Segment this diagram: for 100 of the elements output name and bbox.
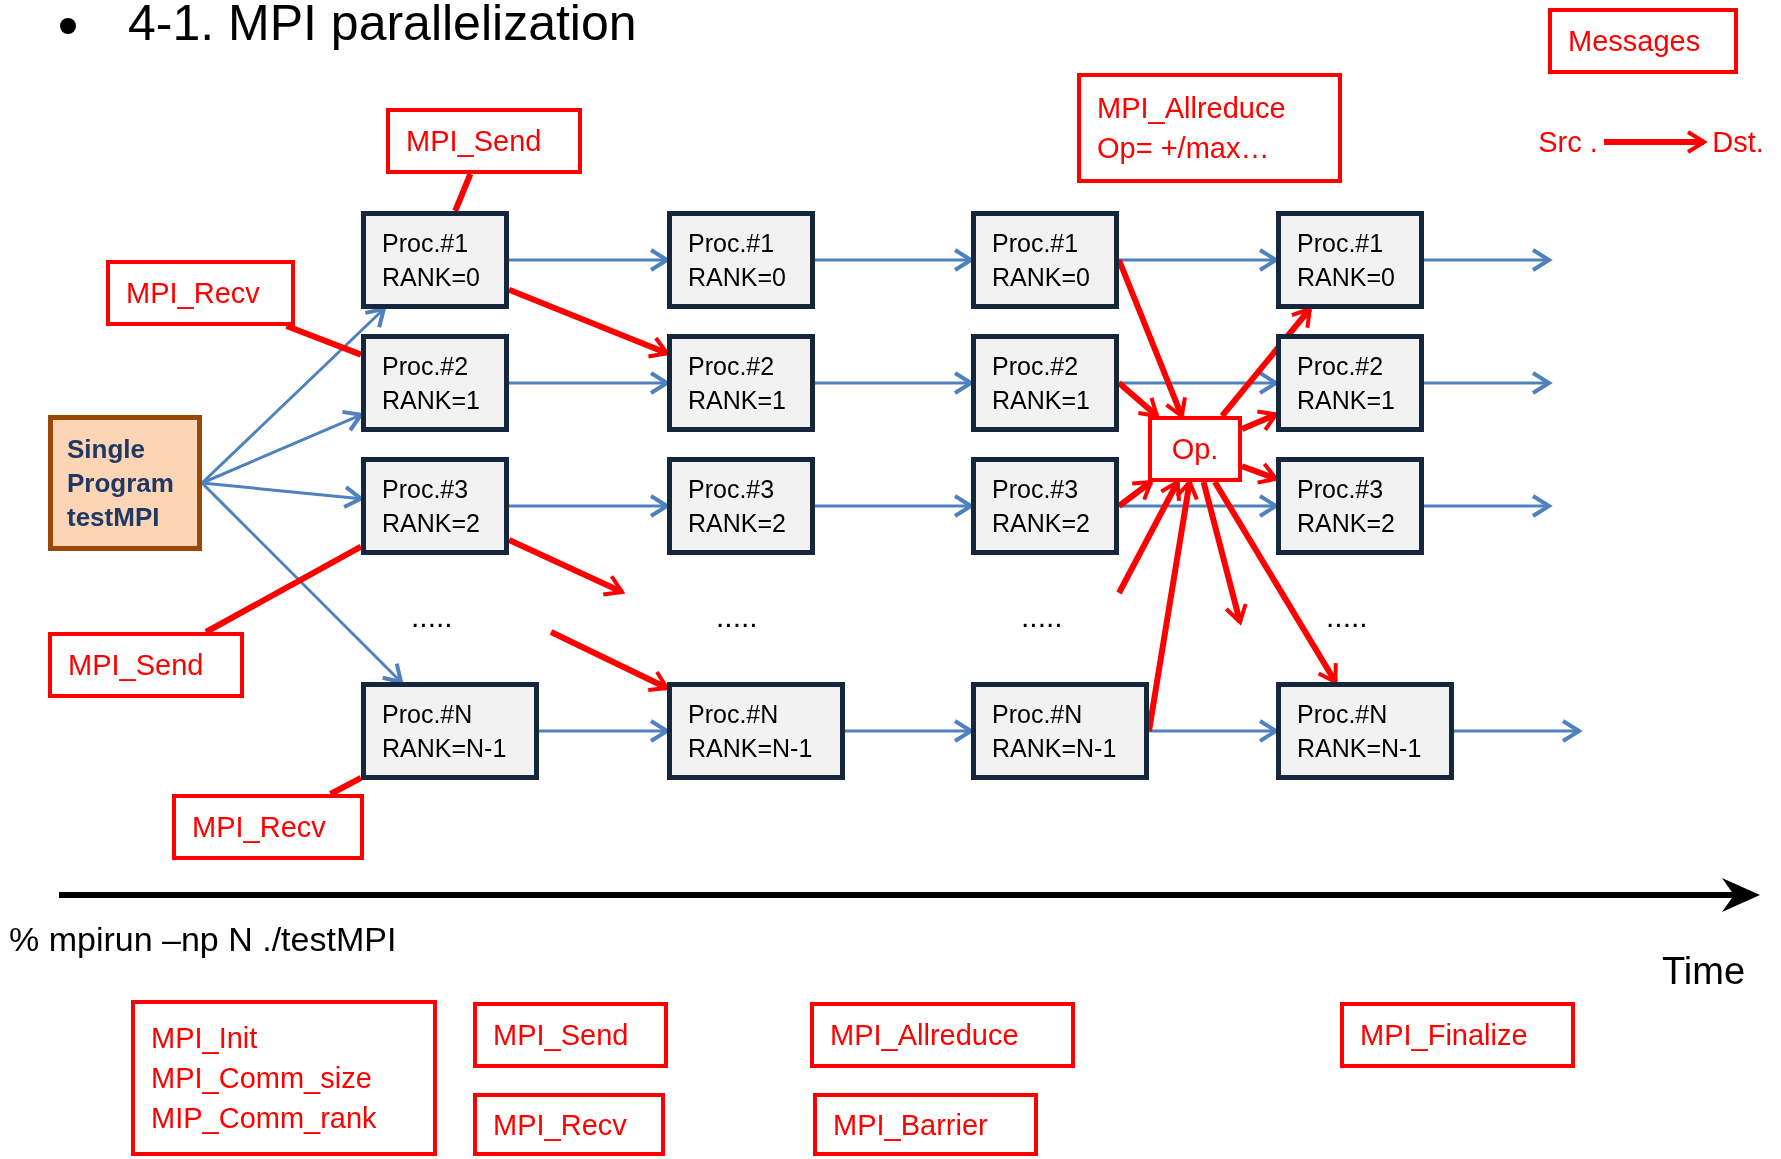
arrow — [1604, 130, 1706, 154]
function-box — [386, 108, 582, 174]
arrow — [1119, 494, 1278, 518]
arrow — [509, 371, 669, 395]
arrow — [815, 248, 973, 272]
process-label: Proc.#3 — [382, 474, 469, 505]
process-label: Proc.#2 — [688, 351, 775, 382]
process-box — [667, 457, 815, 555]
box-label: Src . — [1538, 125, 1598, 159]
box-label: MPI_Send — [68, 648, 204, 683]
function-box — [1548, 8, 1738, 74]
process-label: Proc.#2 — [1297, 351, 1384, 382]
box-label: MPI_Allreduce — [1097, 91, 1286, 126]
arrow — [1149, 719, 1278, 743]
arrow — [1219, 307, 1313, 418]
rank-label: RANK=0 — [382, 262, 480, 293]
process-box — [361, 334, 509, 432]
box-label: MPI_Init — [151, 1021, 258, 1056]
function-box — [473, 1002, 668, 1068]
box-label: Op. — [1171, 432, 1219, 466]
command-text: % mpirun –np N ./testMPI — [9, 920, 397, 959]
arrow — [539, 719, 669, 743]
title: 4-1. MPI parallelization — [128, 0, 637, 52]
arrow — [1424, 494, 1551, 518]
process-label: Proc.#1 — [688, 228, 775, 259]
axis-label: Time — [1662, 950, 1746, 993]
process-label: Proc.#2 — [992, 351, 1079, 382]
function-box — [1077, 73, 1342, 183]
process-box — [971, 334, 1119, 432]
leader-line — [452, 172, 474, 213]
process-box — [667, 682, 845, 780]
arrow — [1117, 479, 1153, 509]
process-box — [1276, 211, 1424, 309]
process-box — [1276, 682, 1454, 780]
process-label: Proc.#2 — [382, 351, 469, 382]
function-box — [473, 1093, 665, 1156]
process-label: Proc.#1 — [382, 228, 469, 259]
arrow — [1116, 480, 1181, 595]
process-box — [361, 682, 539, 780]
box-label: MPI_Recv — [126, 276, 260, 311]
ellipsis-text: ..... — [1326, 600, 1368, 634]
function-box — [48, 632, 244, 698]
arrow — [1119, 248, 1278, 272]
ellipsis-text: ..... — [716, 600, 758, 634]
ellipsis-text: ..... — [1021, 600, 1063, 634]
arrow — [845, 719, 973, 743]
rank-label: RANK=1 — [992, 385, 1090, 416]
leader-line — [329, 775, 363, 797]
box-label: MPI_Recv — [192, 810, 326, 845]
process-box — [1276, 334, 1424, 432]
arrow — [815, 371, 973, 395]
process-box — [971, 682, 1149, 780]
box-label: Messages — [1568, 24, 1701, 59]
arrow — [1212, 480, 1339, 684]
arrow — [1200, 481, 1248, 624]
arrow — [201, 481, 363, 510]
process-label: Proc.#N — [688, 699, 779, 730]
process-box — [971, 211, 1119, 309]
process-label: Proc.#3 — [992, 474, 1079, 505]
process-box — [361, 457, 509, 555]
ellipsis-text: ..... — [411, 600, 453, 634]
arrow — [507, 537, 624, 597]
arrow — [509, 248, 669, 272]
process-label: Proc.#N — [382, 699, 473, 730]
function-box — [813, 1093, 1038, 1156]
box-label: MPI_Finalize — [1360, 1018, 1528, 1053]
rank-label: RANK=N-1 — [688, 733, 813, 764]
arrow — [1424, 248, 1551, 272]
function-box — [172, 794, 364, 860]
arrow — [507, 286, 669, 359]
box-label: MPI_Barrier — [833, 1107, 988, 1143]
function-box — [131, 1000, 437, 1156]
arrow — [1424, 371, 1551, 395]
leader-line — [285, 323, 363, 358]
box-label: MPI_Allreduce — [830, 1018, 1019, 1053]
process-label: Proc.#N — [992, 699, 1083, 730]
function-box — [106, 260, 295, 326]
box-label: MPI_Send — [406, 124, 542, 159]
process-label: Proc.#N — [1297, 699, 1388, 730]
rank-label: RANK=1 — [1297, 385, 1395, 416]
box-label: MPI_Send — [493, 1018, 629, 1053]
box-label: Dst. — [1712, 125, 1764, 159]
rank-label: RANK=0 — [688, 262, 786, 293]
box-label: MIP_Comm_rank — [151, 1101, 377, 1136]
box-label: MPI_Recv — [493, 1107, 627, 1143]
process-box — [361, 211, 509, 309]
function-box — [810, 1002, 1075, 1068]
rank-label: RANK=1 — [382, 385, 480, 416]
box-label: MPI_Comm_size — [151, 1061, 372, 1096]
rank-label: RANK=2 — [382, 508, 480, 539]
rank-label: RANK=0 — [992, 262, 1090, 293]
rank-label: RANK=2 — [688, 508, 786, 539]
rank-label: RANK=N-1 — [1297, 733, 1422, 764]
rank-label: RANK=1 — [688, 385, 786, 416]
program-box — [48, 415, 202, 551]
arrow — [815, 494, 973, 518]
arrow — [200, 481, 403, 684]
rank-label: RANK=0 — [1297, 262, 1395, 293]
process-box — [667, 211, 815, 309]
process-box — [1276, 457, 1424, 555]
